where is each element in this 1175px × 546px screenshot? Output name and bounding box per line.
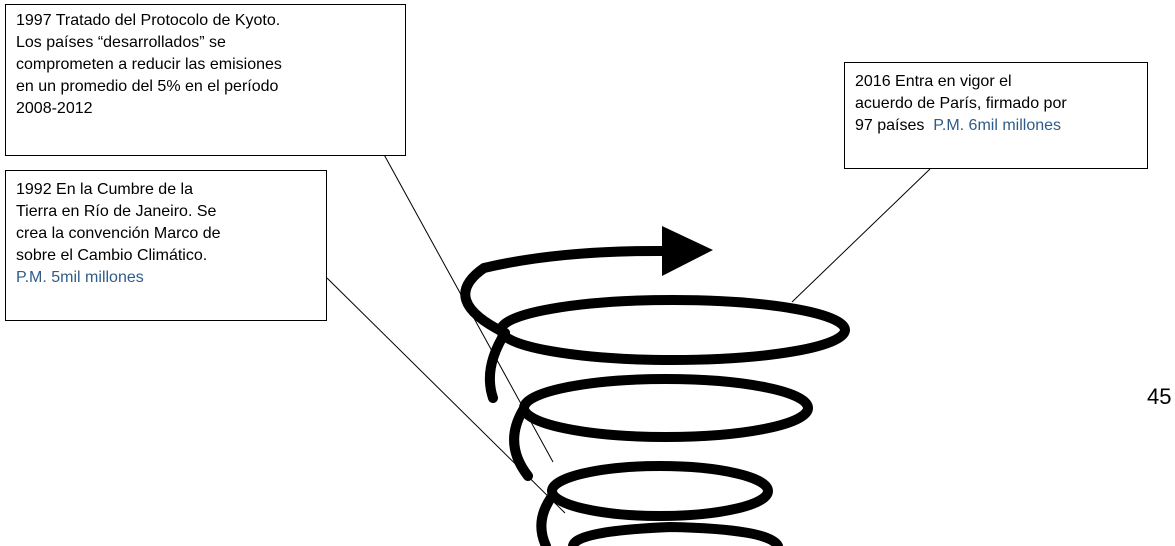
population-label-1992: P.M. 5mil millones	[16, 269, 144, 286]
callout-line: Tierra en Río de Janeiro. Se	[16, 203, 217, 220]
callout-2016-paris: 2016 Entra en vigor el acuerdo de París,…	[844, 62, 1148, 169]
callout-line: 1992 En la Cumbre de la	[16, 181, 193, 198]
callout-line: crea la convención Marco de	[16, 225, 221, 242]
arrow-head-icon	[662, 226, 713, 276]
callout-line: sobre el Cambio Climático.	[16, 247, 208, 264]
callout-line-text: 97 países	[855, 117, 925, 134]
callout-1997-kyoto: 1997 Tratado del Protocolo de Kyoto. Los…	[5, 4, 406, 156]
page-number: 45	[1147, 384, 1172, 409]
callout-line: 2016 Entra en vigor el	[855, 73, 1012, 90]
connector-line-2016	[791, 168, 931, 303]
callout-line: en un promedio del 5% en el período	[16, 78, 279, 95]
climate-spiral	[460, 245, 850, 546]
callout-line: comprometen a reducir las emisiones	[16, 56, 282, 73]
callout-line: 97 países P.M. 6mil millones	[855, 115, 1137, 137]
callout-line: acuerdo de París, firmado por	[855, 95, 1067, 112]
population-label-2016: P.M. 6mil millones	[933, 117, 1062, 134]
callout-line: Los países “desarrollados” se	[16, 34, 226, 51]
callout-line: 2008-2012	[16, 100, 93, 117]
callout-line: 1997 Tratado del Protocolo de Kyoto.	[16, 12, 281, 29]
callout-1992-rio: 1992 En la Cumbre de la Tierra en Río de…	[5, 170, 327, 321]
